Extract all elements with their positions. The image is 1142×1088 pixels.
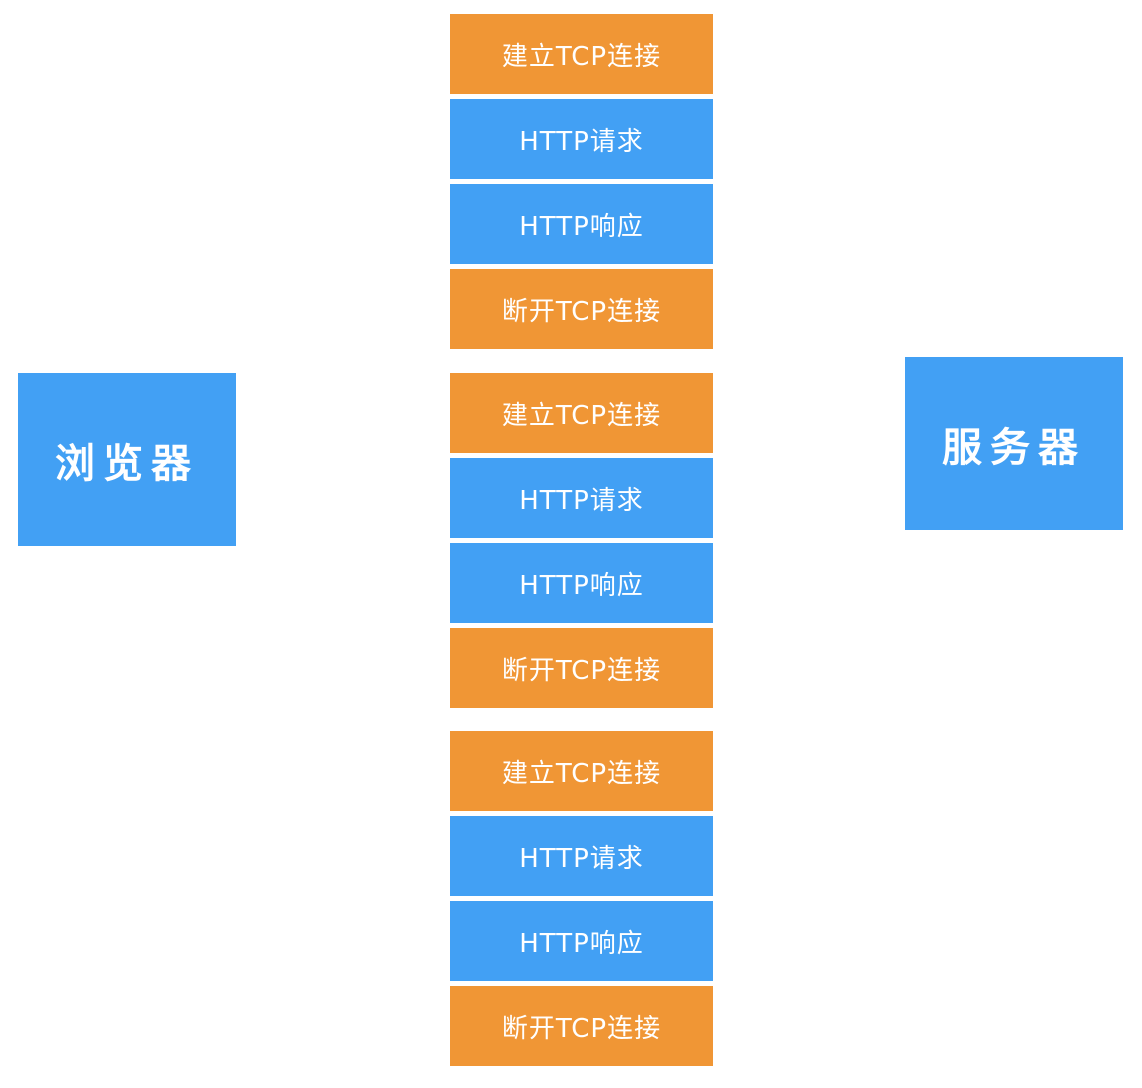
step-tcp: 建立TCP连接 [450, 14, 713, 94]
step-label: HTTP响应 [519, 570, 644, 601]
step-label: 断开TCP连接 [501, 655, 662, 686]
step-label: HTTP请求 [519, 126, 644, 157]
step-tcp: 断开TCP连接 [450, 628, 713, 708]
step-tcp: 断开TCP连接 [450, 269, 713, 349]
step-label: HTTP请求 [519, 843, 644, 874]
step-label: 断开TCP连接 [501, 296, 662, 327]
step-http: HTTP响应 [450, 901, 713, 981]
step-tcp: 断开TCP连接 [450, 986, 713, 1066]
step-label: 建立TCP连接 [501, 41, 662, 72]
browser-node: 浏览器 [18, 373, 236, 546]
step-label: 建立TCP连接 [501, 400, 662, 431]
step-http: HTTP请求 [450, 99, 713, 179]
step-label: HTTP响应 [519, 211, 644, 242]
step-http: HTTP请求 [450, 816, 713, 896]
step-tcp: 建立TCP连接 [450, 731, 713, 811]
server-label: 服务器 [942, 424, 1086, 471]
step-tcp: 建立TCP连接 [450, 373, 713, 453]
step-label: 断开TCP连接 [501, 1013, 662, 1044]
step-http: HTTP响应 [450, 184, 713, 264]
step-http: HTTP请求 [450, 458, 713, 538]
server-node: 服务器 [905, 357, 1123, 530]
step-label: HTTP请求 [519, 485, 644, 516]
step-label: 建立TCP连接 [501, 758, 662, 789]
browser-label: 浏览器 [55, 440, 199, 487]
step-http: HTTP响应 [450, 543, 713, 623]
step-label: HTTP响应 [519, 928, 644, 959]
